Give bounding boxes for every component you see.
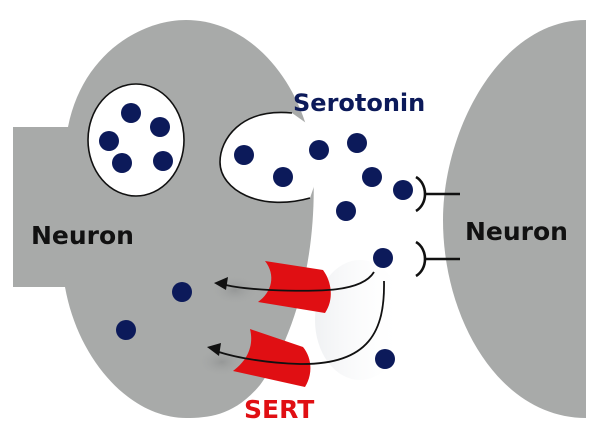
serotonin-molecule	[234, 145, 254, 165]
label-postsynaptic-neuron: Neuron	[465, 217, 568, 246]
serotonin-molecule	[362, 167, 382, 187]
fusing-vesicle-membrane	[219, 111, 311, 204]
serotonin-molecule	[336, 201, 356, 221]
label-sert: SERT	[244, 395, 314, 424]
serotonin-molecule	[116, 320, 136, 340]
serotonin-molecule	[373, 248, 393, 268]
fusing-vesicle	[220, 112, 330, 203]
serotonin-molecule	[347, 133, 367, 153]
sert-transporter-2	[233, 329, 311, 387]
serotonin-molecule	[309, 140, 329, 160]
serotonin-molecule	[393, 180, 413, 200]
arrow-shadow-2	[197, 347, 247, 377]
reuptake-arrow-1	[214, 271, 375, 292]
arrowhead-icon	[214, 277, 228, 290]
label-serotonin: Serotonin	[293, 89, 425, 117]
serotonin-molecule	[273, 167, 293, 187]
sert-transporter-1	[258, 261, 331, 313]
serotonin-molecule	[121, 103, 141, 123]
serotonin-molecule	[150, 117, 170, 137]
serotonin-molecules	[99, 103, 413, 369]
reuptake-arrow-2	[207, 280, 385, 365]
label-presynaptic-neuron: Neuron	[31, 221, 134, 250]
receptor-1	[415, 175, 460, 213]
serotonin-molecule	[153, 151, 173, 171]
receptor-2	[415, 240, 460, 278]
postsynaptic-neuron	[443, 20, 586, 418]
serotonin-molecule	[99, 131, 119, 151]
serotonin-molecule	[375, 349, 395, 369]
serotonin-molecule	[172, 282, 192, 302]
serotonin-molecule	[112, 153, 132, 173]
arrowhead-icon	[207, 343, 221, 356]
arrow-shadow-1	[210, 275, 260, 305]
